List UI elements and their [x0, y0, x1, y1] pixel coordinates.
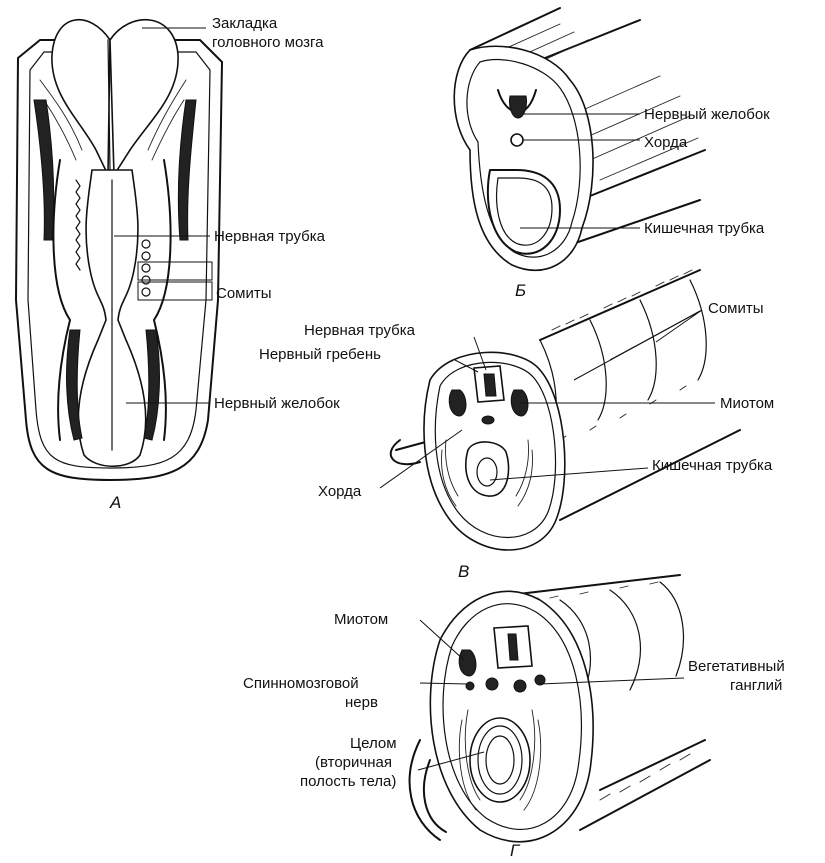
- label-v-myotome: Миотом: [720, 395, 774, 412]
- label-v-neural-crest: Нервный гребень: [259, 346, 381, 363]
- label-brain-rudiment-line1: Закладка: [212, 15, 278, 32]
- panel-a-embryo: [16, 20, 222, 480]
- label-b-gut-tube: Кишечная трубка: [644, 220, 765, 237]
- label-a-neural-groove: Нервный желобок: [214, 395, 340, 412]
- label-a-somites: Сомиты: [216, 285, 272, 302]
- label-b-chord: Хорда: [644, 134, 688, 151]
- label-g-coelom-line3: полость тела): [300, 773, 396, 790]
- label-brain-rudiment-line2: головного мозга: [212, 34, 324, 51]
- label-g-spinal-nerve-line2: нерв: [345, 694, 378, 711]
- label-a-neural-tube: Нервная трубка: [214, 228, 326, 245]
- label-v-neural-tube: Нервная трубка: [304, 322, 416, 339]
- label-b-neural-groove: Нервный желобок: [644, 106, 770, 123]
- panel-letter-g: Г: [510, 841, 521, 858]
- panel-letter-v: В: [458, 562, 469, 581]
- label-v-somites: Сомиты: [708, 300, 764, 317]
- label-g-myotome: Миотом: [334, 611, 388, 628]
- label-g-coelom-line1: Целом: [350, 735, 397, 752]
- label-v-gut-tube: Кишечная трубка: [652, 457, 773, 474]
- label-v-chord: Хорда: [318, 483, 362, 500]
- label-g-vegetative-ganglion-line2: ганглий: [730, 677, 782, 694]
- panel-v-section: [391, 270, 740, 550]
- label-g-spinal-nerve-line1: Спинномозговой: [243, 675, 359, 692]
- panel-letter-a: А: [109, 493, 121, 512]
- panel-g-section: [410, 575, 710, 842]
- panel-letter-b: Б: [515, 281, 526, 300]
- label-g-vegetative-ganglion-line1: Вегетативный: [688, 658, 785, 675]
- label-g-coelom-line2: (вторичная: [315, 754, 392, 771]
